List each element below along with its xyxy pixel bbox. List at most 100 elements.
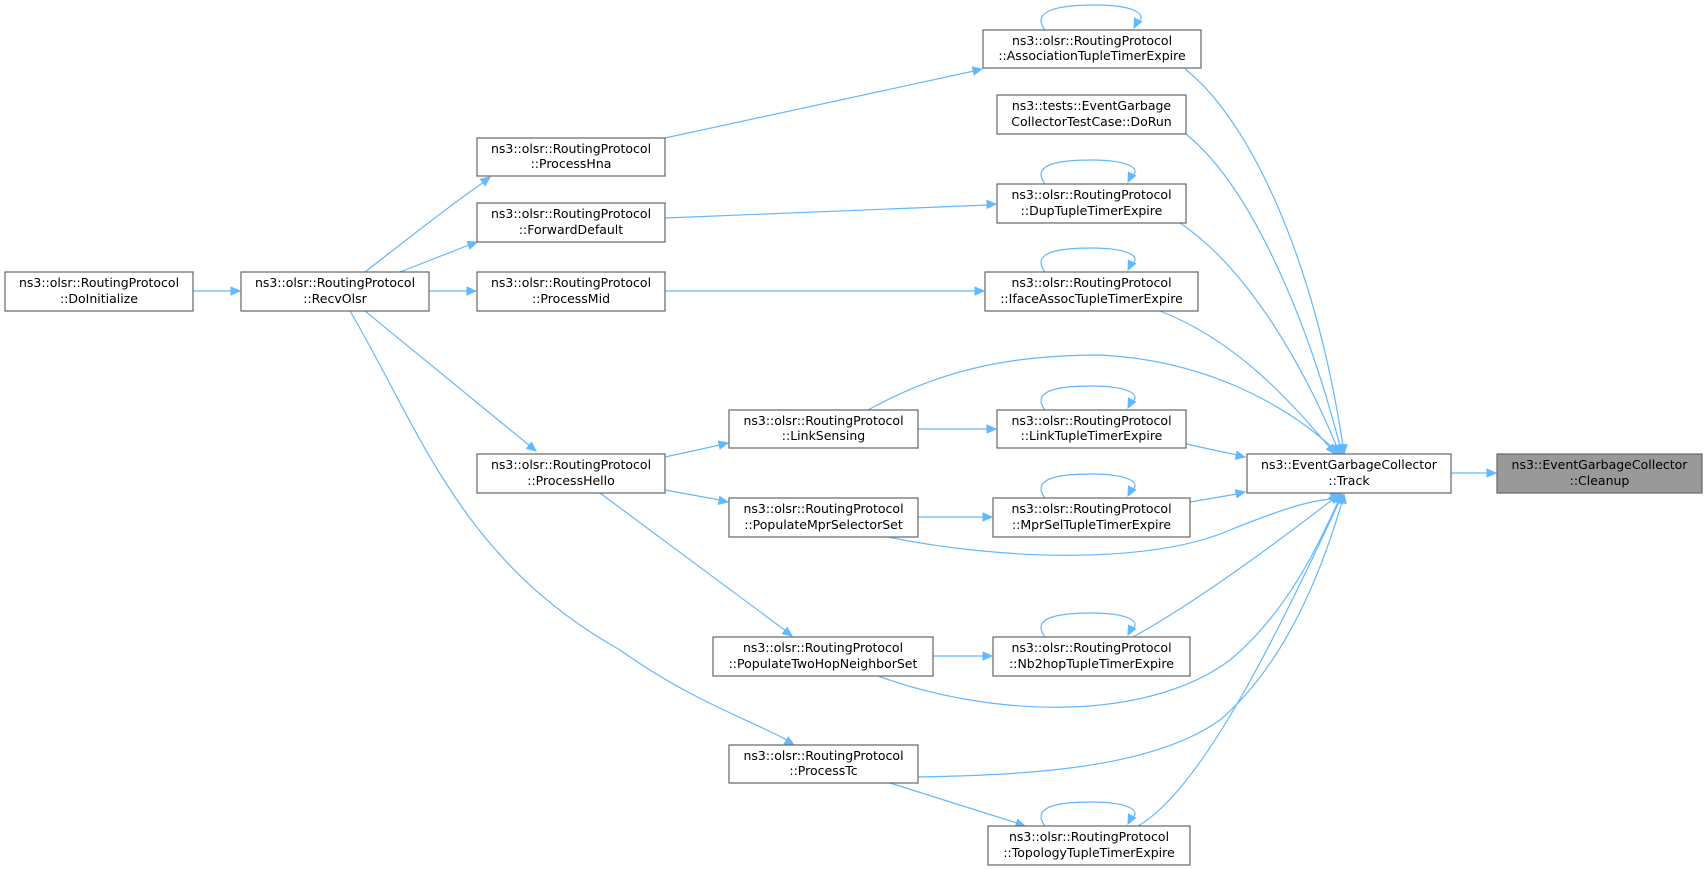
node-topo-line1: ns3::olsr::RoutingProtocol — [1009, 829, 1169, 844]
node-mpr-sel-tuple-timer-expire[interactable]: ns3::olsr::RoutingProtocol ::MprSelTuple… — [992, 497, 1191, 538]
arrowhead-linktuple-to-track — [1234, 450, 1247, 460]
edge-forward-to-dup — [664, 204, 989, 219]
node-link-tuple-timer-expire[interactable]: ns3::olsr::RoutingProtocol ::LinkTupleTi… — [996, 409, 1187, 449]
arrowhead-recvolsr-to-processhello — [525, 441, 537, 452]
edge-iface-to-iface — [1040, 247, 1136, 273]
node-process-hello[interactable]: ns3::olsr::RoutingProtocol ::ProcessHell… — [476, 453, 666, 494]
node-cleanup[interactable]: ns3::EventGarbageCollector ::Cleanup — [1496, 453, 1703, 494]
arrowhead-linksensing-to-track — [1328, 443, 1339, 455]
edge-recvolsr-to-processhello — [364, 310, 531, 447]
edge-mprsel-to-mprsel — [1040, 473, 1136, 499]
node-process-hna[interactable]: ns3::olsr::RoutingProtocol ::ProcessHna — [476, 137, 666, 177]
edge-layer — [193, 4, 1498, 828]
node-topology-tuple-timer-expire[interactable]: ns3::olsr::RoutingProtocol ::TopologyTup… — [987, 825, 1191, 866]
node-mprsel-line1: ns3::olsr::RoutingProtocol — [1011, 501, 1171, 516]
edge-mprsel-to-track — [1189, 493, 1238, 503]
node-populatempr-line1: ns3::olsr::RoutingProtocol — [743, 501, 903, 516]
arrowhead-recvolsr-to-processhna — [479, 176, 491, 187]
node-process-mid[interactable]: ns3::olsr::RoutingProtocol ::ProcessMid — [476, 271, 666, 312]
node-cleanup-line2: ::Cleanup — [1570, 473, 1630, 488]
node-event-garbage-collector-test-case-do-run[interactable]: ns3::tests::EventGarbage CollectorTestCa… — [996, 94, 1187, 135]
edge-processtc-to-topo — [889, 782, 1018, 824]
node-populatempr-line2: ::PopulateMprSelectorSet — [744, 517, 903, 532]
node-link-sensing[interactable]: ns3::olsr::RoutingProtocol ::LinkSensing — [728, 409, 919, 449]
edge-dorun-to-track — [1185, 133, 1341, 447]
node-dup-line2: ::DupTupleTimerExpire — [1021, 203, 1163, 218]
edge-iface-to-track — [1159, 310, 1331, 449]
edge-linktuple-to-linktuple — [1040, 385, 1136, 411]
node-processhello-line2: ::ProcessHello — [527, 473, 615, 488]
node-forward-line1: ns3::olsr::RoutingProtocol — [491, 206, 651, 221]
arrowhead-processtc-to-track — [1337, 492, 1347, 505]
edge-assoc-to-track — [1184, 68, 1344, 447]
node-recv-olsr[interactable]: ns3::olsr::RoutingProtocol ::RecvOlsr — [240, 271, 430, 312]
node-track[interactable]: ns3::EventGarbageCollector ::Track — [1246, 453, 1452, 494]
node-iface-assoc-tuple-timer-expire[interactable]: ns3::olsr::RoutingProtocol ::IfaceAssocT… — [984, 271, 1199, 312]
arrowhead-processhello-to-populatetwo — [781, 626, 793, 637]
edge-linktuple-to-track — [1185, 443, 1238, 456]
edge-processhello-to-linksensing — [664, 444, 721, 458]
edge-populatempr-to-track — [887, 498, 1334, 556]
node-populate-two-hop-neighbor-set[interactable]: ns3::olsr::RoutingProtocol ::PopulateTwo… — [712, 636, 934, 677]
arrowhead-populatempr-to-mprsel — [982, 512, 994, 522]
node-forward-default[interactable]: ns3::olsr::RoutingProtocol ::ForwardDefa… — [476, 202, 666, 243]
node-nb2hop-tuple-timer-expire[interactable]: ns3::olsr::RoutingProtocol ::Nb2hopTuple… — [992, 636, 1191, 677]
node-processtc-line2: ::ProcessTc — [789, 763, 857, 778]
edge-processtc-to-track — [917, 501, 1343, 778]
node-do-initialize[interactable]: ns3::olsr::RoutingProtocol ::DoInitializ… — [4, 271, 194, 312]
node-doinit-line2: ::DoInitialize — [60, 291, 138, 306]
node-nb2hop-line2: ::Nb2hopTupleTimerExpire — [1009, 656, 1174, 671]
node-track-line2: ::Track — [1328, 473, 1370, 488]
arrowhead-doinit-to-recvolsr — [230, 286, 242, 296]
arrowhead-recvolsr-to-forward — [466, 240, 479, 250]
node-doinit-line1: ns3::olsr::RoutingProtocol — [19, 275, 179, 290]
node-process-tc[interactable]: ns3::olsr::RoutingProtocol ::ProcessTc — [728, 744, 919, 784]
node-processtc-line1: ns3::olsr::RoutingProtocol — [743, 748, 903, 763]
edge-populatetwo-to-track — [877, 501, 1339, 708]
edge-processhello-to-populatempr — [664, 489, 721, 501]
node-mprsel-line2: ::MprSelTupleTimerExpire — [1012, 517, 1171, 532]
node-nb2hop-line1: ns3::olsr::RoutingProtocol — [1011, 640, 1171, 655]
node-processhna-line1: ns3::olsr::RoutingProtocol — [491, 141, 651, 156]
arrowhead-linktuple-to-linktuple — [1127, 397, 1137, 410]
arrowhead-processhna-to-assoc — [971, 66, 984, 76]
node-populatetwo-line2: ::PopulateTwoHopNeighborSet — [729, 656, 918, 671]
node-assoc-line2: ::AssociationTupleTimerExpire — [998, 48, 1186, 63]
node-linksensing-line2: ::LinkSensing — [782, 428, 865, 443]
edge-recvolsr-to-processhna — [364, 181, 485, 273]
arrowhead-forward-to-dup — [986, 199, 998, 210]
node-assoc-line1: ns3::olsr::RoutingProtocol — [1012, 33, 1172, 48]
edge-dup-to-dup — [1040, 159, 1136, 185]
node-linktuple-line1: ns3::olsr::RoutingProtocol — [1011, 413, 1171, 428]
node-cleanup-line1: ns3::EventGarbageCollector — [1512, 457, 1689, 472]
node-recvolsr-line2: ::RecvOlsr — [303, 291, 367, 306]
node-layer: ns3::EventGarbageCollector ::Cleanup ns3… — [4, 29, 1703, 866]
node-association-tuple-timer-expire[interactable]: ns3::olsr::RoutingProtocol ::Association… — [982, 29, 1202, 69]
edge-nb2hop-to-nb2hop — [1040, 612, 1136, 638]
node-dorun-line1: ns3::tests::EventGarbage — [1012, 98, 1172, 113]
edge-assoc-to-assoc — [1040, 4, 1142, 31]
node-track-line1: ns3::EventGarbageCollector — [1261, 457, 1438, 472]
edge-nb2hop-to-track — [1132, 499, 1333, 638]
node-populate-mpr-selector-set[interactable]: ns3::olsr::RoutingProtocol ::PopulateMpr… — [728, 497, 919, 538]
arrowhead-nb2hop-to-nb2hop — [1127, 624, 1137, 637]
node-processmid-line2: ::ProcessMid — [532, 291, 610, 306]
arrowhead-processhello-to-linksensing — [717, 440, 730, 450]
arrowhead-mprsel-to-track — [1234, 489, 1247, 499]
arrowhead-populatempr-to-track — [1329, 493, 1342, 502]
arrowhead-processmid-to-iface — [974, 286, 986, 296]
arrowhead-mprsel-to-mprsel — [1127, 485, 1137, 498]
node-dup-tuple-timer-expire[interactable]: ns3::olsr::RoutingProtocol ::DupTupleTim… — [996, 183, 1187, 224]
edge-linksensing-to-track — [867, 354, 1334, 449]
arrowhead-track-to-cleanup — [1486, 468, 1498, 478]
edge-topo-to-topo — [1040, 801, 1136, 827]
arrowhead-populatetwo-to-nb2hop — [982, 651, 994, 661]
node-iface-line1: ns3::olsr::RoutingProtocol — [1011, 275, 1171, 290]
node-topo-line2: ::TopologyTupleTimerExpire — [1003, 845, 1175, 860]
arrowhead-iface-to-iface — [1127, 259, 1137, 272]
arrowhead-recvolsr-to-processmid — [466, 286, 478, 296]
node-recvolsr-line1: ns3::olsr::RoutingProtocol — [255, 275, 415, 290]
edge-processhello-to-populatetwo — [599, 492, 787, 632]
node-populatetwo-line1: ns3::olsr::RoutingProtocol — [743, 640, 903, 655]
